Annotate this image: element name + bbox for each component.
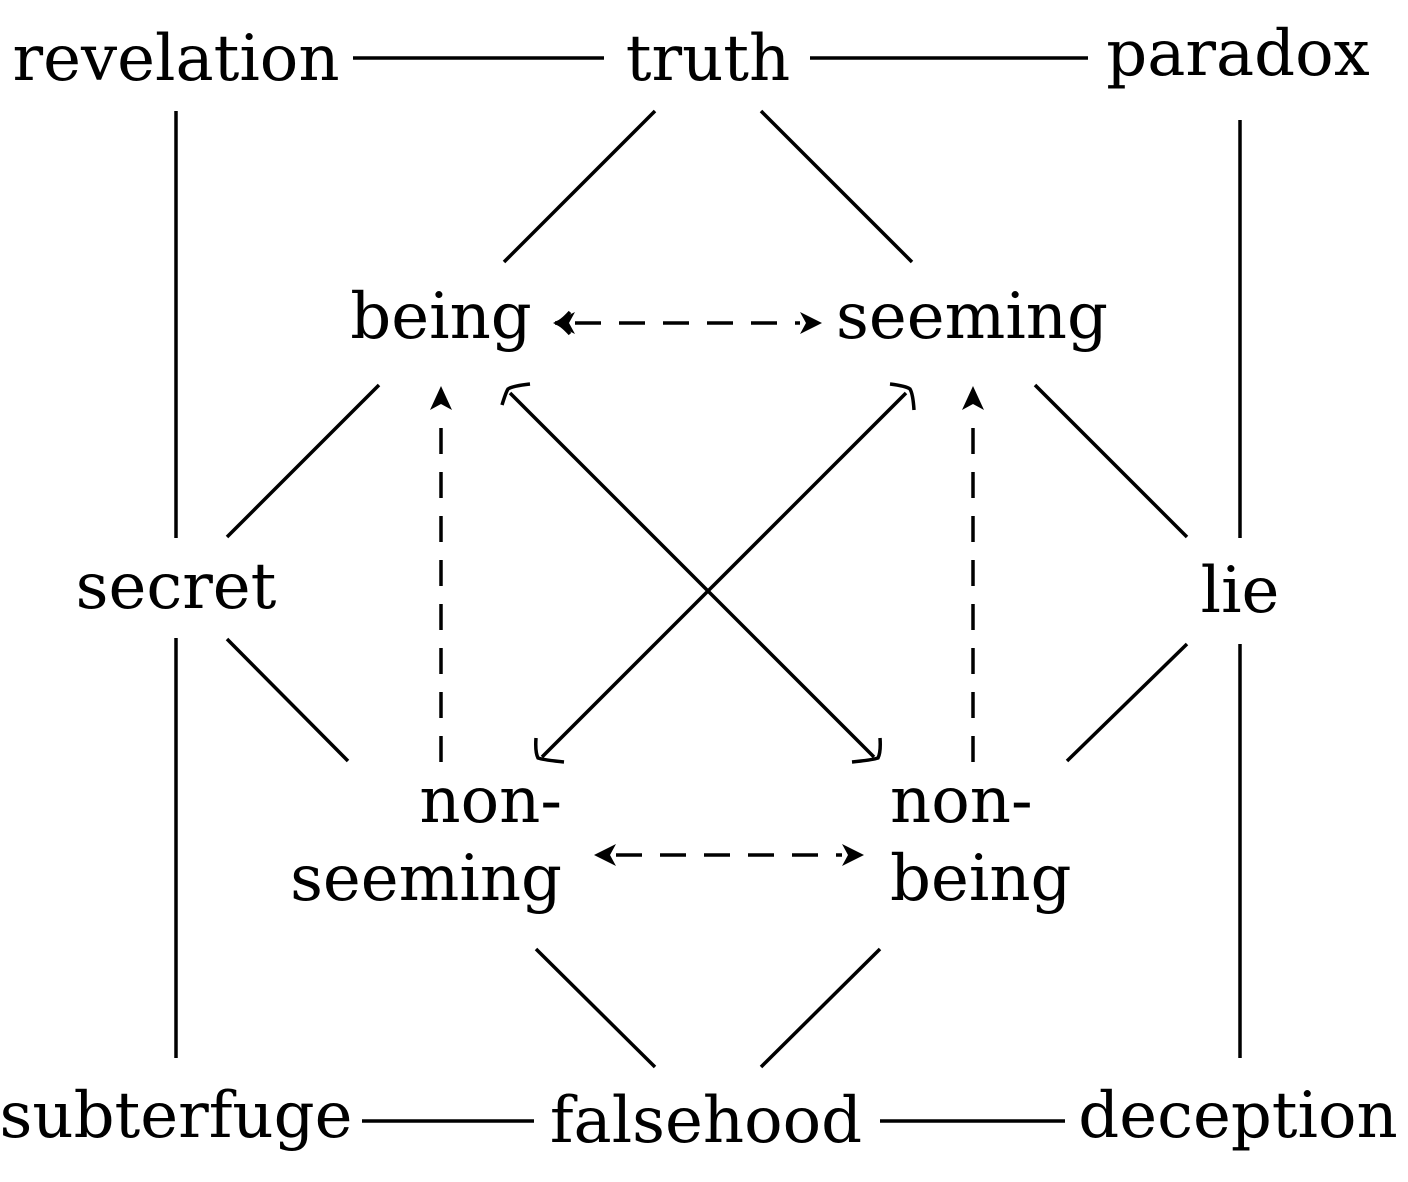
- arrowhead-up-seeming: [962, 386, 984, 410]
- arrowhead-seeming-right: [800, 312, 822, 334]
- edge-truth-seeming: [759, 109, 914, 264]
- node-revelation: revelation: [12, 22, 339, 96]
- edge-truth-being: [502, 109, 657, 264]
- edge-non-being-falsehood: [759, 947, 882, 1069]
- arrowhead-seeming-end: [889, 382, 916, 411]
- edge-seeming-lie: [1033, 383, 1189, 539]
- node-deception: deception: [1078, 1079, 1397, 1153]
- arrowhead-non-seeming-end: [534, 737, 565, 764]
- node-truth: truth: [626, 22, 790, 96]
- node-non-seeming-line1: non-: [419, 764, 562, 838]
- arrow-seeming-non-seeming: [540, 391, 908, 759]
- node-seeming: seeming: [836, 280, 1108, 354]
- arrowhead-being-end: [500, 382, 531, 406]
- arrowhead-being-left-fill: [553, 312, 575, 334]
- node-non-seeming-line2: seeming: [290, 842, 562, 916]
- node-secret: secret: [76, 550, 277, 624]
- node-paradox: paradox: [1106, 17, 1369, 91]
- arrowhead-non-being-end: [851, 737, 882, 764]
- arrowhead-non-being-right: [842, 844, 864, 866]
- node-non-being-line2: being: [890, 842, 1072, 916]
- node-falsehood: falsehood: [550, 1084, 862, 1158]
- node-lie: lie: [1201, 554, 1280, 628]
- arrow-being-non-being: [508, 391, 876, 759]
- edge-secret-non-seeming: [225, 637, 350, 763]
- edge-non-seeming-falsehood: [534, 947, 657, 1069]
- node-subterfuge: subterfuge: [0, 1079, 352, 1153]
- edge-lie-non-being: [1065, 642, 1189, 763]
- arrowhead-up-being: [430, 386, 452, 410]
- node-non-being-line1: non-: [890, 764, 1033, 838]
- arrowhead-non-seeming-left: [594, 844, 616, 866]
- edge-being-secret: [225, 383, 381, 539]
- node-being: being: [350, 280, 532, 354]
